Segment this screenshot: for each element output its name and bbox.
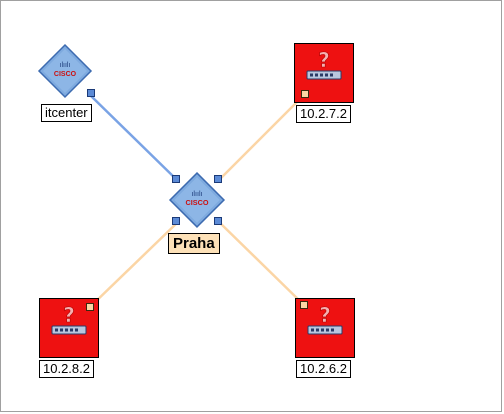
selection-handle-top-left[interactable] (172, 175, 180, 183)
port-icon[interactable] (301, 90, 309, 98)
cisco-router-icon: ılıılı CISCO (37, 43, 93, 99)
node-itcenter[interactable]: ılıılı CISCO itcenter (37, 43, 101, 123)
unknown-device-icon: ? (294, 43, 354, 103)
node-10-2-7-2[interactable]: ? 10.2.7.2 (294, 43, 358, 125)
port-icon[interactable] (300, 301, 308, 309)
link-itcenter-praha[interactable] (89, 94, 179, 182)
selection-handle-bottom-right[interactable] (214, 217, 222, 225)
node-10-2-8-2[interactable]: ? 10.2.8.2 (39, 298, 103, 380)
node-label-itcenter[interactable]: itcenter (41, 104, 92, 122)
cisco-brand-text: CISCO (54, 71, 77, 78)
node-10-2-6-2[interactable]: ? 10.2.6.2 (295, 298, 359, 380)
selection-handle-top-right[interactable] (214, 175, 222, 183)
svg-text:ılıılı: ılıılı (191, 189, 202, 198)
svg-text:?: ? (63, 303, 75, 327)
selection-handle-bottom-left[interactable] (172, 217, 180, 225)
port-icon[interactable] (86, 303, 94, 311)
link-praha-10-2-6-2[interactable] (217, 220, 304, 305)
link-praha-10-2-7-2[interactable] (218, 94, 305, 181)
node-label-10-2-7-2[interactable]: 10.2.7.2 (296, 105, 351, 123)
node-label-10-2-8-2[interactable]: 10.2.8.2 (39, 360, 94, 378)
node-label-10-2-6-2[interactable]: 10.2.6.2 (296, 360, 351, 378)
node-praha[interactable]: ılıılı CISCO Praha (165, 169, 235, 259)
svg-text:?: ? (319, 303, 331, 327)
cisco-brand-text: CISCO (186, 198, 209, 207)
port-icon[interactable] (87, 89, 95, 97)
svg-text:?: ? (318, 48, 330, 72)
node-label-praha[interactable]: Praha (168, 233, 220, 254)
cisco-router-icon: ılıılı CISCO (168, 171, 226, 229)
link-praha-10-2-8-2[interactable] (90, 220, 180, 307)
svg-text:ılıılı: ılıılı (60, 62, 71, 69)
